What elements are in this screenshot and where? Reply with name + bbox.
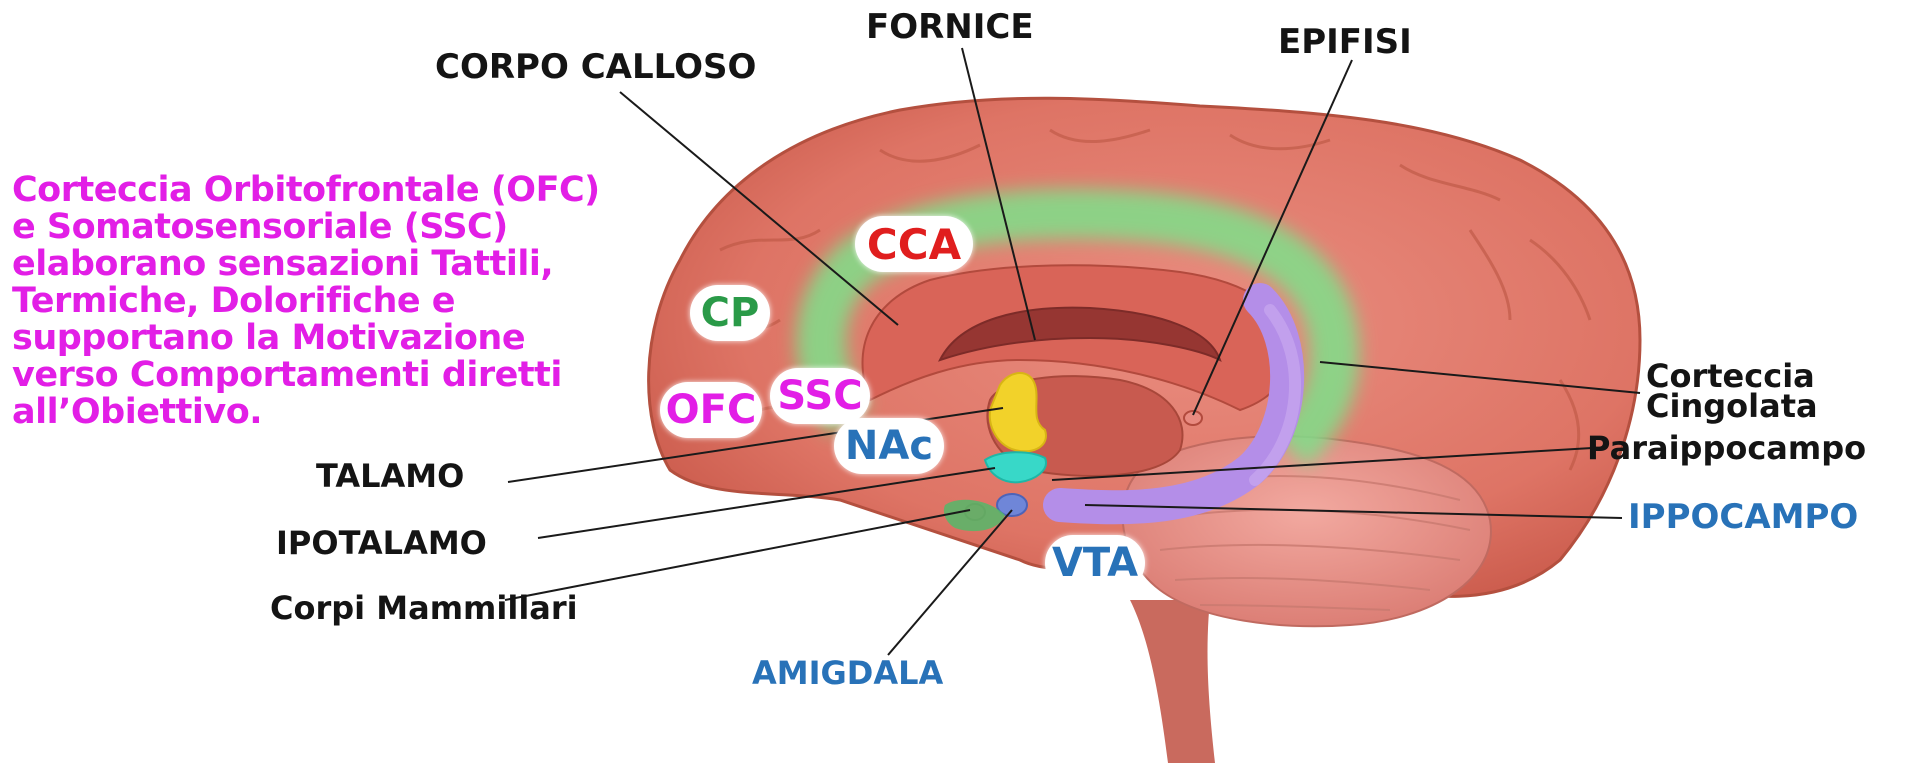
label-cingolata: Cingolata [1646,390,1818,422]
label-amigdala: AMIGDALA [752,657,943,689]
label-ippocampo: IPPOCAMPO [1628,500,1858,534]
caption-line: Corteccia Orbitofrontale (OFC) [12,172,652,209]
tag-nac: NAc [834,418,944,474]
caption-line: supportano la Motivazione [12,320,652,357]
tag-cca: CCA [855,216,973,272]
brain-stem [1130,600,1215,763]
caption-line: elaborano sensazioni Tattili, [12,246,652,283]
caption-line: Termiche, Dolorifiche e [12,283,652,320]
tag-vta: VTA [1045,535,1145,591]
caption: Corteccia Orbitofrontale (OFC) e Somatos… [12,172,652,431]
label-talamo: TALAMO [316,460,464,492]
label-corpi-mammillari: Corpi Mammillari [270,592,578,624]
label-ipotalamo: IPOTALAMO [276,527,487,559]
tag-ofc: OFC [660,382,762,438]
caption-line: verso Comportamenti diretti [12,357,652,394]
caption-line: e Somatosensoriale (SSC) [12,209,652,246]
label-corpo-calloso: CORPO CALLOSO [435,50,756,84]
tag-ssc: SSC [770,368,870,424]
leader-corpi-mammillari [505,510,970,600]
label-paraippocampo: Paraippocampo [1587,432,1866,464]
caption-line: all’Obiettivo. [12,394,652,431]
label-epifisi: EPIFISI [1278,25,1412,59]
tag-cp: CP [690,285,770,341]
label-fornice: FORNICE [866,10,1034,44]
